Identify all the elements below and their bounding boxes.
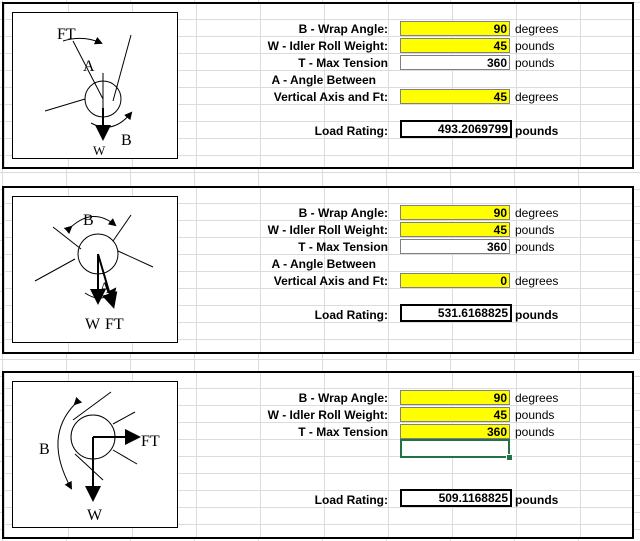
wrap-angle-cell[interactable]: 90 [400, 21, 510, 36]
w-label: W [93, 143, 106, 158]
vertical-axis-label: Vertical Axis and Ft: [273, 274, 388, 288]
section-3: B FT W B - Wrap Angle: 90 degrees W - Id… [2, 371, 634, 539]
b-label: B [39, 441, 50, 458]
wrap-angle-unit: degrees [515, 22, 559, 36]
selected-cell[interactable] [400, 439, 510, 458]
idler-weight-cell[interactable]: 45 [400, 38, 510, 53]
angle-a-cell[interactable]: 45 [400, 89, 510, 104]
max-tension-label: T - Max Tension [298, 240, 388, 254]
ft-label: FT [141, 433, 160, 450]
wrap-angle-label: B - Wrap Angle: [298, 206, 388, 220]
wrap-angle-unit: degrees [515, 391, 559, 405]
max-tension-cell[interactable]: 360 [400, 424, 510, 439]
max-tension-unit: pounds [515, 240, 555, 254]
load-rating-unit: pounds [515, 308, 559, 322]
a-label: A [99, 280, 111, 297]
angle-a-unit: degrees [515, 274, 559, 288]
wrap-angle-label: B - Wrap Angle: [298, 391, 388, 405]
vertical-axis-label: Vertical Axis and Ft: [273, 90, 388, 104]
w-label: W [85, 316, 101, 333]
section-2: B A W FT B - Wrap Angle: 90 degrees W - … [2, 186, 634, 354]
load-rating-cell[interactable]: 493.2069799 [400, 120, 512, 138]
load-rating-unit: pounds [515, 124, 559, 138]
a-label: A [83, 58, 95, 75]
load-rating-unit: pounds [515, 493, 559, 507]
angle-between-label: A - Angle Between [271, 73, 376, 87]
diagram-3: B FT W [12, 381, 178, 528]
wrap-angle-cell[interactable]: 90 [400, 205, 510, 220]
angle-between-label: A - Angle Between [271, 257, 376, 271]
idler-weight-unit: pounds [515, 39, 555, 53]
ft-label: FT [105, 316, 124, 333]
angle-a-unit: degrees [515, 90, 559, 104]
ft-label: FT [57, 26, 76, 43]
max-tension-label: T - Max Tension [298, 56, 388, 70]
w-label: W [87, 507, 103, 524]
max-tension-unit: pounds [515, 425, 555, 439]
load-rating-label: Load Rating: [314, 308, 388, 322]
idler-weight-label: W - Idler Roll Weight: [267, 39, 388, 53]
max-tension-label: T - Max Tension [298, 425, 388, 439]
diagram-1: FT A B W [12, 12, 178, 159]
b-label: B [83, 212, 94, 229]
max-tension-unit: pounds [515, 56, 555, 70]
idler-weight-label: W - Idler Roll Weight: [267, 408, 388, 422]
idler-weight-cell[interactable]: 45 [400, 407, 510, 422]
max-tension-cell[interactable]: 360 [400, 239, 510, 254]
diagram-2: B A W FT [12, 196, 178, 343]
section-1: FT A B W B - Wrap Angle: 90 degrees W - … [2, 2, 634, 169]
wrap-angle-cell[interactable]: 90 [400, 390, 510, 405]
load-rating-cell[interactable]: 509.1168825 [400, 489, 512, 507]
angle-a-cell[interactable]: 0 [400, 273, 510, 288]
fill-handle[interactable] [506, 454, 513, 461]
wrap-angle-unit: degrees [515, 206, 559, 220]
load-rating-label: Load Rating: [314, 493, 388, 507]
idler-weight-unit: pounds [515, 408, 555, 422]
idler-weight-cell[interactable]: 45 [400, 222, 510, 237]
max-tension-cell[interactable]: 360 [400, 55, 510, 70]
load-rating-label: Load Rating: [314, 124, 388, 138]
idler-weight-unit: pounds [515, 223, 555, 237]
idler-weight-label: W - Idler Roll Weight: [267, 223, 388, 237]
load-rating-cell[interactable]: 531.6168825 [400, 304, 512, 322]
wrap-angle-label: B - Wrap Angle: [298, 22, 388, 36]
b-label: B [121, 132, 132, 149]
